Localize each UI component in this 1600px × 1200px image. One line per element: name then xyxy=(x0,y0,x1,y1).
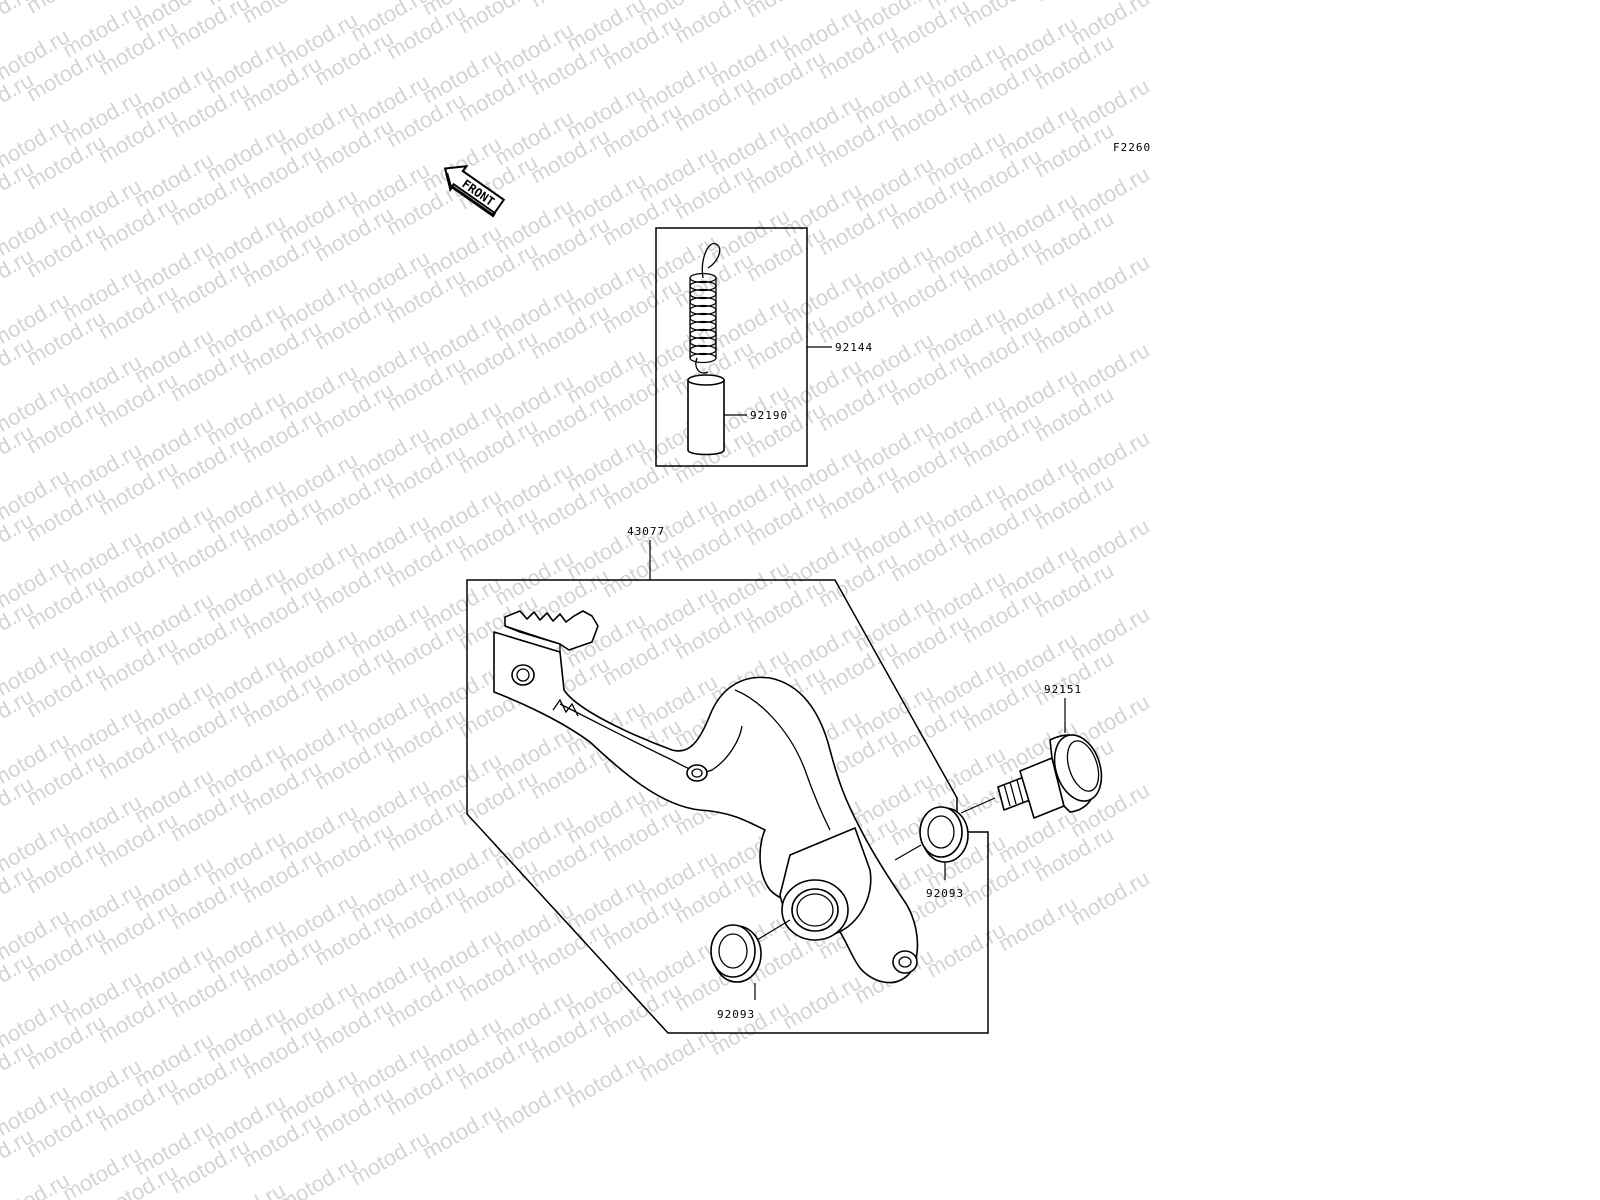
oil-seal-upper xyxy=(919,806,969,863)
callout-92093-upper: 92093 xyxy=(926,887,964,900)
figure-code: F2260 xyxy=(1113,141,1151,154)
spring-body xyxy=(689,278,717,358)
callout-92151: 92151 xyxy=(1044,683,1082,696)
pedal-assembly-outline xyxy=(466,579,989,1034)
oil-seal-lower xyxy=(710,924,762,983)
brake-pedal xyxy=(493,610,919,984)
pivot-shaft xyxy=(997,734,1103,819)
front-direction-arrow-icon: FRONT xyxy=(443,164,506,218)
callout-43077: 43077 xyxy=(627,525,665,538)
return-spring xyxy=(689,242,721,374)
callout-92190: 92190 xyxy=(750,409,788,422)
callout-92144: 92144 xyxy=(835,341,873,354)
callout-92093-lower: 92093 xyxy=(717,1008,755,1021)
spring-kit-box xyxy=(655,227,808,467)
collar xyxy=(687,374,725,456)
